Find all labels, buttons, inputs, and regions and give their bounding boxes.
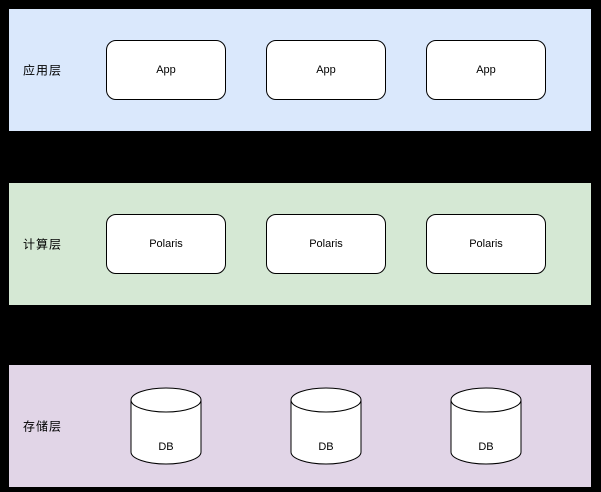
node-label: Polaris xyxy=(149,238,183,250)
node-label: App xyxy=(316,64,336,76)
layer-compute: 计算层 Polaris Polaris Polaris xyxy=(8,182,592,306)
layer-storage: 存储层 DB DB DB xyxy=(8,364,592,488)
node-db-3[interactable]: DB xyxy=(450,387,522,465)
node-db-2[interactable]: DB xyxy=(290,387,362,465)
node-label: Polaris xyxy=(469,238,503,250)
database-cylinder-icon xyxy=(450,387,522,465)
node-label: DB xyxy=(478,441,494,453)
node-app-1[interactable]: App xyxy=(106,40,226,100)
node-label: DB xyxy=(318,441,334,453)
node-label: DB xyxy=(158,441,174,453)
node-db-1[interactable]: DB xyxy=(130,387,202,465)
layer-label-storage: 存储层 xyxy=(23,419,63,434)
node-polaris-2[interactable]: Polaris xyxy=(266,214,386,274)
node-label: App xyxy=(476,64,496,76)
node-label: Polaris xyxy=(309,238,343,250)
node-polaris-1[interactable]: Polaris xyxy=(106,214,226,274)
layer-application: 应用层 App App App xyxy=(8,8,592,132)
node-app-2[interactable]: App xyxy=(266,40,386,100)
layer-label-application: 应用层 xyxy=(23,63,63,78)
database-cylinder-icon xyxy=(130,387,202,465)
layer-label-compute: 计算层 xyxy=(23,237,63,252)
database-cylinder-icon xyxy=(290,387,362,465)
node-polaris-3[interactable]: Polaris xyxy=(426,214,546,274)
node-app-3[interactable]: App xyxy=(426,40,546,100)
node-label: App xyxy=(156,64,176,76)
